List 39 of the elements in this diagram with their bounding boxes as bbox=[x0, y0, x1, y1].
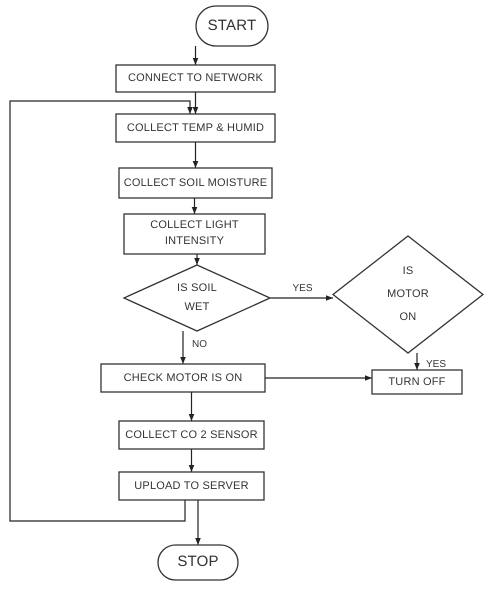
edge-label: NO bbox=[191, 338, 208, 350]
process-box bbox=[116, 114, 275, 142]
edge-label: YES bbox=[425, 358, 448, 370]
arrow bbox=[265, 375, 372, 381]
terminal-pill bbox=[196, 6, 268, 46]
arrow bbox=[192, 198, 198, 214]
node-text: COLLECT SOIL MOISTURE bbox=[124, 176, 268, 191]
node-text: CHECK MOTOR IS ON bbox=[124, 370, 242, 386]
process-box bbox=[372, 370, 462, 394]
node-text: COLLECT TEMP & HUMID bbox=[126, 120, 264, 136]
node-text: TURN OFF bbox=[388, 374, 446, 390]
process-box bbox=[119, 421, 264, 449]
node-text: CONNECT TO NETWORK bbox=[128, 71, 263, 86]
arrow bbox=[180, 331, 186, 364]
process-box bbox=[119, 472, 264, 500]
node-text: COLLECT CO 2 SENSOR bbox=[125, 428, 258, 443]
arrow bbox=[9, 100, 193, 522]
node-text: COLLECT LIGHT INTENSITY bbox=[149, 218, 240, 249]
node-text: UPLOAD TO SERVER bbox=[134, 478, 249, 494]
arrow bbox=[270, 295, 333, 301]
node-text: START bbox=[208, 16, 256, 36]
arrow bbox=[188, 392, 194, 421]
arrow bbox=[194, 254, 200, 265]
decision-diamond bbox=[333, 236, 483, 353]
arrow bbox=[192, 46, 198, 65]
terminal-pill bbox=[158, 545, 238, 580]
process-box bbox=[119, 168, 272, 198]
arrow bbox=[414, 353, 420, 370]
arrow bbox=[195, 500, 201, 545]
process-box bbox=[116, 65, 275, 92]
arrow bbox=[192, 92, 198, 114]
node-text: IS SOIL WET bbox=[176, 281, 218, 315]
arrow bbox=[188, 449, 194, 472]
arrow bbox=[192, 142, 198, 168]
node-text: STOP bbox=[177, 552, 219, 572]
node-text: IS MOTOR ON bbox=[386, 264, 430, 326]
process-box bbox=[101, 364, 265, 392]
decision-diamond bbox=[124, 265, 270, 331]
process-box bbox=[124, 214, 265, 254]
